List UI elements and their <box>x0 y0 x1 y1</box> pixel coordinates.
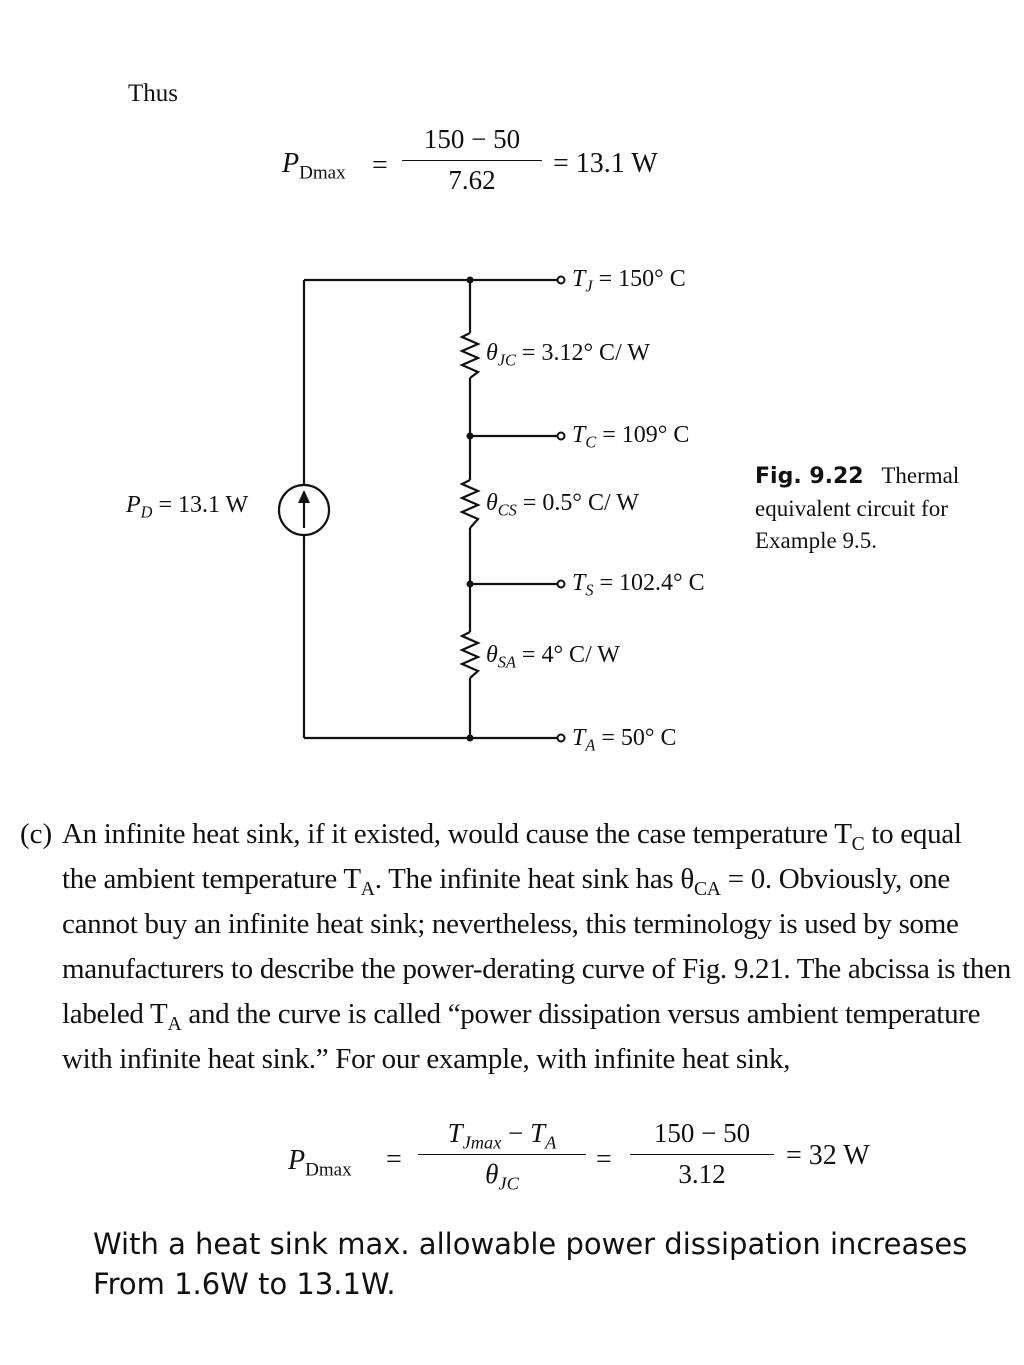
label-node-ta: TA = 50° C <box>572 725 677 755</box>
eq2-denominator-1: θJC <box>485 1159 519 1194</box>
eq1-result: = 13.1 W <box>553 148 658 179</box>
eq2-equals-b: = <box>596 1144 612 1175</box>
current-source-circle <box>277 483 331 537</box>
terminal-tc <box>556 431 566 441</box>
label-node-tj: TJ = 150° C <box>572 266 686 296</box>
junction-dot-bottom <box>466 734 474 742</box>
footer-note-line-1: With a heat sink max. allowable power di… <box>93 1227 968 1261</box>
eq2-equals-a: = <box>386 1144 402 1175</box>
label-resistor-theta-sa: θSA = 4° C/ W <box>486 642 620 672</box>
junction-dot-top <box>466 276 474 284</box>
eq2-fraction-bar-2 <box>630 1154 774 1155</box>
paragraph-line-1: An infinite heat sink, if it existed, wo… <box>62 818 962 855</box>
footer-note: With a heat sink max. allowable power di… <box>93 1224 967 1304</box>
label-resistor-theta-cs: θCS = 0.5° C/ W <box>486 490 639 520</box>
eq2-result: = 32 W <box>786 1140 870 1171</box>
caption-line-2: equivalent circuit for <box>755 496 948 521</box>
eq2-lhs: PDmax <box>288 1145 352 1181</box>
terminal-ts <box>556 579 566 589</box>
junction-dot-ts <box>466 580 474 588</box>
eq1-numerator: 150 − 50 <box>423 124 521 154</box>
figure-caption: Fig. 9.22 Thermal equivalent circuit for… <box>755 460 959 557</box>
eq1-denominator: 7.62 <box>448 165 496 195</box>
label-source-pd: PD = 13.1 W <box>126 492 249 522</box>
eq1-lhs: PDmax <box>282 148 346 184</box>
paragraph-line-3: cannot buy an infinite heat sink; nevert… <box>62 908 959 940</box>
eq1-equals: = <box>372 150 388 181</box>
paragraph-body: An infinite heat sink, if it existed, wo… <box>62 812 1017 1082</box>
eq1-fraction-bar <box>402 160 542 161</box>
eq2-denominator-2: 3.12 <box>678 1159 726 1189</box>
eq2-fraction-2: 150 − 50 3.12 <box>630 1118 774 1190</box>
caption-text-1: Thermal <box>881 463 960 488</box>
paragraph-line-4: manufacturers to describe the power-dera… <box>62 953 1011 985</box>
caption-line-3: Example 9.5. <box>755 528 877 553</box>
caption-fig-label: Fig. 9.22 <box>755 464 864 489</box>
eq2-fraction-1: TJmax − TA θJC <box>418 1118 586 1194</box>
footer-note-line-2: From 1.6W to 13.1W. <box>93 1267 396 1301</box>
resistor-theta-cs <box>459 479 481 529</box>
paragraph-line-5: labeled TA and the curve is called “powe… <box>62 998 981 1035</box>
paragraph-line-2: the ambient temperature TA. The infinite… <box>62 863 950 900</box>
junction-dot-tc <box>466 432 474 440</box>
terminal-ta <box>556 733 566 743</box>
eq2-fraction-bar-1 <box>418 1154 586 1155</box>
eq1-fraction: 150 − 50 7.62 <box>402 124 542 196</box>
paragraph-marker: (c) <box>20 818 53 850</box>
label-resistor-theta-jc: θJC = 3.12° C/ W <box>486 340 650 370</box>
intro-word: Thus <box>128 80 178 107</box>
current-source-arrowhead <box>298 490 310 503</box>
eq2-numerator-1: TJmax − TA <box>447 1118 557 1153</box>
resistor-theta-jc <box>459 332 481 379</box>
eq2-numerator-2: 150 − 50 <box>653 1118 751 1148</box>
terminal-tj <box>556 275 566 285</box>
paragraph-line-6: with infinite heat sink.” For our exampl… <box>62 1043 791 1075</box>
label-node-ts: TS = 102.4° C <box>572 570 705 600</box>
label-node-tc: TC = 109° C <box>572 422 690 452</box>
resistor-theta-sa <box>459 631 481 679</box>
caption-line-1: Fig. 9.22 Thermal <box>755 460 959 493</box>
